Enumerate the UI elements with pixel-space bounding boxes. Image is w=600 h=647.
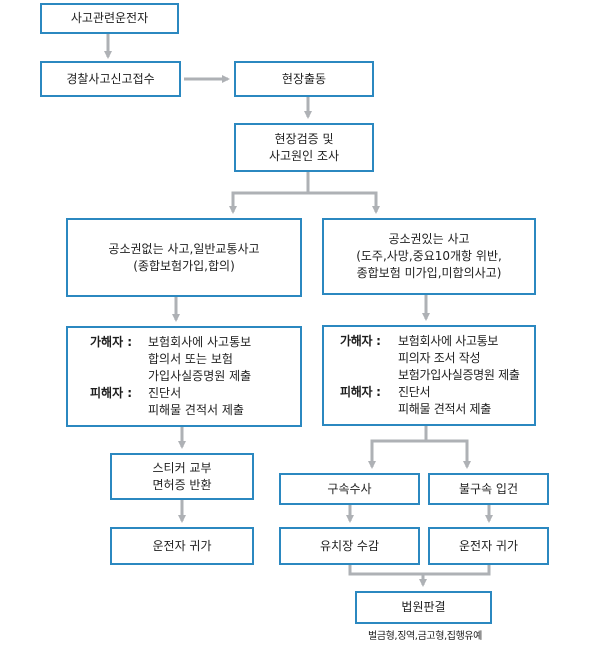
on-site-dispatch-label: 현장출동 xyxy=(281,71,327,86)
sticker-license-box: 스티커 교부 면허증 반환 xyxy=(110,453,254,500)
right-offender-line-3: 보험가입사실증명원 제출 xyxy=(398,368,520,382)
detention-label: 구속수사 xyxy=(327,481,372,496)
related-drivers-label: 사고관련운전자 xyxy=(70,11,149,25)
no-public-right-line-2: (종합보험가입,합의) xyxy=(133,258,235,273)
custody-box: 유치장 수감 xyxy=(279,527,420,565)
right-victim-label: 피해자 : xyxy=(340,385,381,399)
no-public-right-case-box: 공소권없는 사고,일반교통사고 (종합보험가입,합의) xyxy=(66,218,302,297)
left-procedure-box: 가해자 : 보험회사에 사고통보 합의서 또는 보험 가입사실증명원 제출 피해자… xyxy=(66,326,302,427)
left-victim-line-1: 진단서 xyxy=(148,386,182,400)
right-driver-return-label: 운전자 귀가 xyxy=(458,538,518,553)
related-drivers-box: 사고관련운전자 xyxy=(40,3,179,34)
public-right-line-2: (도주,사망,중요10개항 위반, xyxy=(356,249,502,263)
public-right-case-box: 공소권있는 사고 (도주,사망,중요10개항 위반, 종합보험 미가입,미합의사… xyxy=(322,218,536,295)
right-victim-line-1: 진단서 xyxy=(398,385,431,399)
left-driver-return-box: 운전자 귀가 xyxy=(110,527,254,565)
right-offender-line-2: 피의자 조서 작성 xyxy=(398,351,481,365)
left-offender-line-2: 합의서 또는 보험 xyxy=(148,352,233,366)
left-victim-line-2: 피해물 견적서 제출 xyxy=(148,403,244,417)
public-right-line-1: 공소권있는 사고 xyxy=(388,232,470,246)
court-outcomes-note: 벌금형,징역,금고형,집행유예 xyxy=(368,631,482,642)
right-offender-label: 가해자 : xyxy=(340,334,381,348)
inspection-line-2: 사고원인 조사 xyxy=(268,148,340,163)
left-offender-label: 가해자 : xyxy=(90,335,133,349)
left-victim-label: 피해자 : xyxy=(90,386,133,400)
sticker-line-1: 스티커 교부 xyxy=(152,460,212,475)
non-detention-label: 불구속 입건 xyxy=(458,481,518,496)
arrow-split-to-branches xyxy=(231,172,310,210)
police-report-box: 경찰사고신고접수 xyxy=(40,61,181,97)
left-offender-line-3: 가입사실증명원 제출 xyxy=(148,369,252,383)
on-site-dispatch-box: 현장출동 xyxy=(234,61,374,97)
right-procedure-box: 가해자 : 보험회사에 사고통보 피의자 조서 작성 보험가입사실증명원 제출 피… xyxy=(322,325,536,426)
public-right-line-3: 종합보험 미가입,미합의사고) xyxy=(356,266,502,280)
sticker-line-2: 면허증 반환 xyxy=(152,477,212,492)
police-report-label: 경찰사고신고접수 xyxy=(66,71,155,86)
detention-investigation-box: 구속수사 xyxy=(279,473,420,505)
right-victim-line-2: 피해물 견적서 제출 xyxy=(398,402,491,416)
right-offender-line-1: 보험회사에 사고통보 xyxy=(398,334,499,348)
left-driver-return-label: 운전자 귀가 xyxy=(152,538,212,553)
no-public-right-line-1: 공소권없는 사고,일반교통사고 xyxy=(108,241,260,256)
right-driver-return-box: 운전자 귀가 xyxy=(428,527,549,565)
non-detention-box: 불구속 입건 xyxy=(428,473,549,505)
court-judgment-box: 법원판결 xyxy=(355,591,492,624)
custody-label: 유치장 수감 xyxy=(319,538,379,553)
court-judgment-label: 법원판결 xyxy=(401,600,446,614)
inspection-line-1: 현장검증 및 xyxy=(274,131,334,146)
arrow-merge-to-court xyxy=(348,565,491,576)
left-offender-line-1: 보험회사에 사고통보 xyxy=(148,335,252,349)
arrow-right-procedure-split xyxy=(368,426,428,469)
inspection-box: 현장검증 및 사고원인 조사 xyxy=(234,123,374,172)
